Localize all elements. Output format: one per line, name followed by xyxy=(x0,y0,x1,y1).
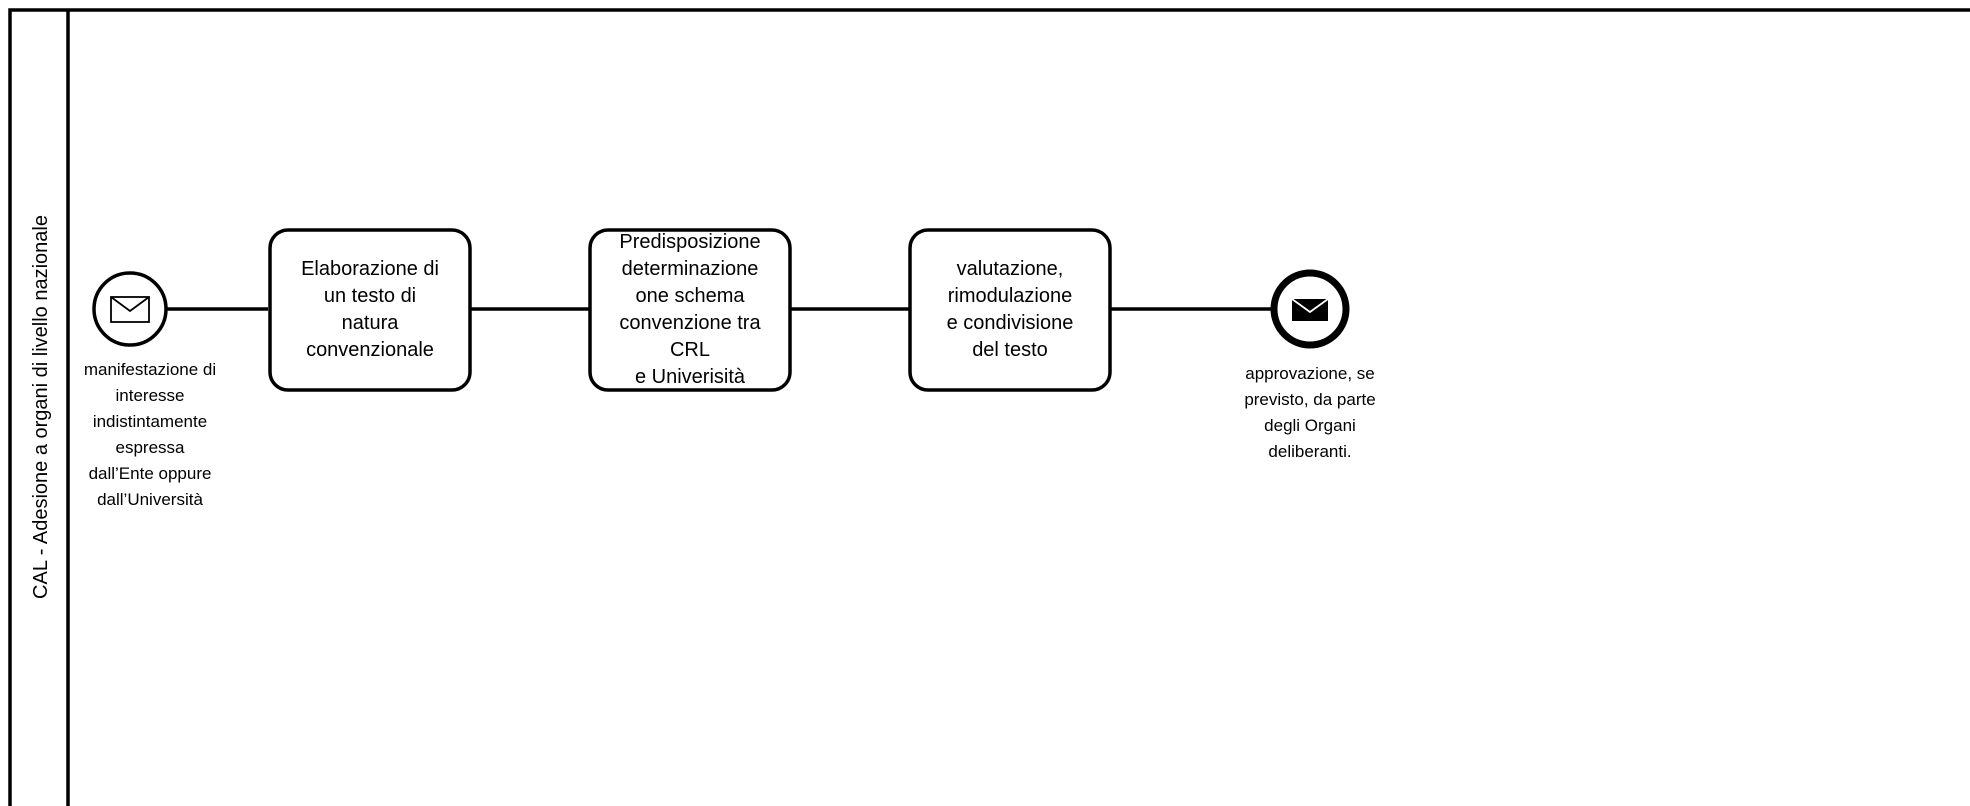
task-label-line: e condivisione xyxy=(946,312,1074,334)
task-label: Elaborazione di un testo di natura conve… xyxy=(272,232,468,388)
event-label-line: dall’Università xyxy=(97,490,203,509)
task-label-line: un testo di xyxy=(323,285,417,307)
start-event-label: manifestazione di interesse indistintame… xyxy=(60,357,240,513)
task-label-line: CRL xyxy=(669,339,710,361)
envelope-outline-icon xyxy=(110,296,150,323)
task-label-line: del testo xyxy=(972,339,1048,361)
event-label-line: manifestazione di xyxy=(83,360,217,379)
event-label-line: indistintamente xyxy=(92,412,208,431)
task-label-line: convenzione tra xyxy=(619,312,761,334)
task-box[interactable] xyxy=(908,228,1112,392)
end-event-label: approvazione, se previsto, da parte degl… xyxy=(1210,361,1410,465)
task-label-line: Predisposizione xyxy=(619,232,761,253)
task-label-line: convenzionale xyxy=(306,339,434,361)
task-label: valutazione, rimodulazione e condivision… xyxy=(912,232,1108,388)
task-box[interactable] xyxy=(588,228,792,392)
end-event[interactable] xyxy=(1270,269,1350,349)
event-label-line: approvazione, se xyxy=(1245,364,1375,383)
start-event[interactable] xyxy=(92,271,168,347)
event-label-line: dall’Ente oppure xyxy=(88,464,212,483)
task-label-line: one schema xyxy=(635,285,745,307)
task-label: Predisposizione determinazione one schem… xyxy=(592,232,788,388)
task-label-line: valutazione, xyxy=(956,258,1064,280)
task-label-line: natura xyxy=(341,312,399,334)
event-label-line: deliberanti. xyxy=(1268,442,1352,461)
event-label-line: previsto, da parte xyxy=(1244,390,1376,409)
task-label-line: Elaborazione di xyxy=(301,258,439,280)
pool-label: CAL - Adesione a organi di livello nazio… xyxy=(30,215,52,599)
pool-border xyxy=(8,8,1970,806)
task-label-line: determinazione xyxy=(621,258,759,280)
event-label-line: interesse xyxy=(115,386,185,405)
event-label-line: espressa xyxy=(115,438,185,457)
task-label-line: rimodulazione xyxy=(947,285,1073,307)
task-label-line: e Univerisità xyxy=(634,366,746,388)
envelope-filled-icon xyxy=(1291,298,1329,321)
task-box[interactable] xyxy=(268,228,472,392)
event-label-line: degli Organi xyxy=(1264,416,1356,435)
